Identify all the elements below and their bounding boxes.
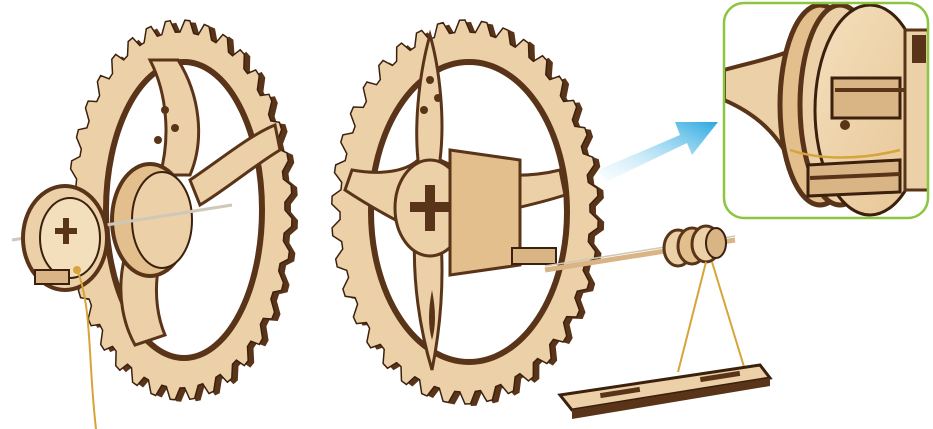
zoom-inset-detail: [724, 3, 933, 218]
spool: [664, 226, 726, 266]
hub-cross-slot: [425, 185, 435, 231]
center-drum: [450, 150, 520, 275]
spoke-hole: [434, 94, 442, 102]
spoke-hole: [161, 106, 169, 114]
string-knot: [73, 266, 81, 274]
zoom-inset: [724, 3, 933, 218]
left-cam-tab: [35, 270, 69, 284]
arrow-right-icon: [598, 122, 718, 182]
left-gear-assembly: [12, 20, 298, 429]
spoke-hole: [426, 76, 434, 84]
center-gear-assembly: [332, 20, 604, 406]
left-cam-face: [40, 198, 100, 278]
hanging-string: [712, 262, 745, 370]
cam-slot: [63, 218, 69, 244]
hanging-string: [678, 262, 706, 372]
center-clip: [512, 248, 556, 264]
spoke-hole: [420, 106, 428, 114]
spoke-hole: [154, 136, 162, 144]
spoke-hole: [171, 124, 179, 132]
